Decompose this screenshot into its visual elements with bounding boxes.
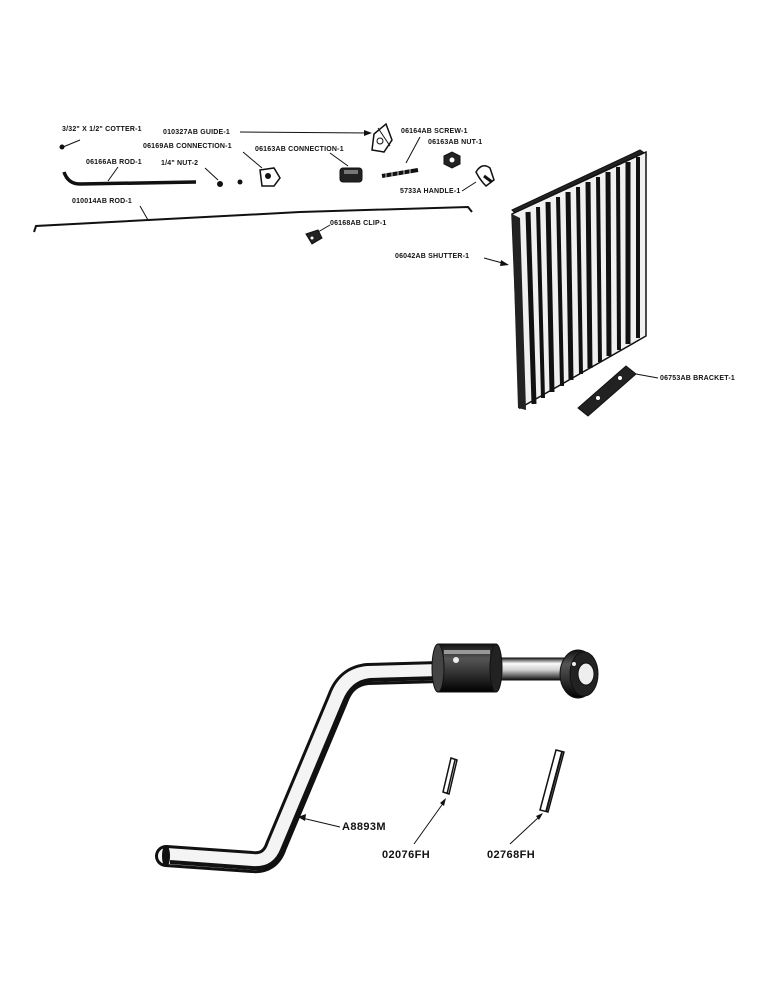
shutter-label: 06042AB SHUTTER-1 [395,253,469,260]
shutter-vanes [525,157,640,405]
crank-collar [431,643,503,693]
clip-leader [317,224,331,233]
shutter-part [511,149,648,410]
connection-a-label: 06169AB CONNECTION-1 [143,143,232,150]
crank-label: A8893M [342,821,386,833]
bracket-leader [635,373,659,379]
small-nuts [217,179,243,187]
connection-b-part [339,167,363,183]
clip-label: 06168AB CLIP-1 [330,220,387,227]
connection-a-leader [242,151,263,169]
shutter-arrowhead [500,260,509,266]
shutter-assembly-figure: 3/32" X 1/2" COTTER-1 010327AB GUIDE-1 0… [33,122,735,417]
guide-arrowhead [364,130,372,136]
connection-b-label: 06163AB CONNECTION-1 [255,146,344,153]
pin-b-arrowhead [536,813,543,820]
screw-leader [405,136,421,164]
guide-label: 010327AB GUIDE-1 [163,129,230,136]
nut-part [443,151,461,169]
screw-part [381,168,419,178]
crank-assembly-figure: A8893M 02076FH 02768FH [155,643,599,874]
nut-2-label: 1/4" NUT-2 [161,160,198,167]
rod-short-leader [107,166,119,182]
nut-1-label: 06163AB NUT-1 [428,139,482,146]
pin-b-part [539,749,565,813]
bracket-label: 06753AB BRACKET-1 [660,375,735,382]
pin-a-part [442,757,458,795]
handle-part [475,165,495,187]
pin-b-leader [509,815,541,845]
connection-b-leader [329,152,349,167]
screw-label: 06164AB SCREW-1 [401,128,468,135]
crank-leader [301,817,341,828]
rod-long-label: 010014AB ROD-1 [72,198,132,205]
pin-a-leader [413,801,445,845]
connection-a-part [259,167,281,187]
pin-a-arrowhead [440,798,446,806]
handle-label: 5733A HANDLE-1 [400,188,461,195]
bracket-part [577,365,637,417]
long-rod-part [33,205,473,233]
clip-part [305,229,323,245]
cotter-pin [59,139,81,150]
crank-rod [155,661,451,874]
crank-end-socket [559,649,599,699]
short-rod-part [62,171,197,186]
pin-a-label: 02076FH [382,849,430,861]
cotter-label: 3/32" X 1/2" COTTER-1 [62,126,142,133]
guide-part [371,122,393,153]
pin-b-label: 02768FH [487,849,535,861]
rod-long-leader [139,205,149,221]
handle-leader [461,181,477,192]
rod-short-label: 06166AB ROD-1 [86,159,142,166]
nut-2-leader [204,167,219,181]
crank-arrowhead [298,814,306,821]
guide-leader [239,131,371,134]
